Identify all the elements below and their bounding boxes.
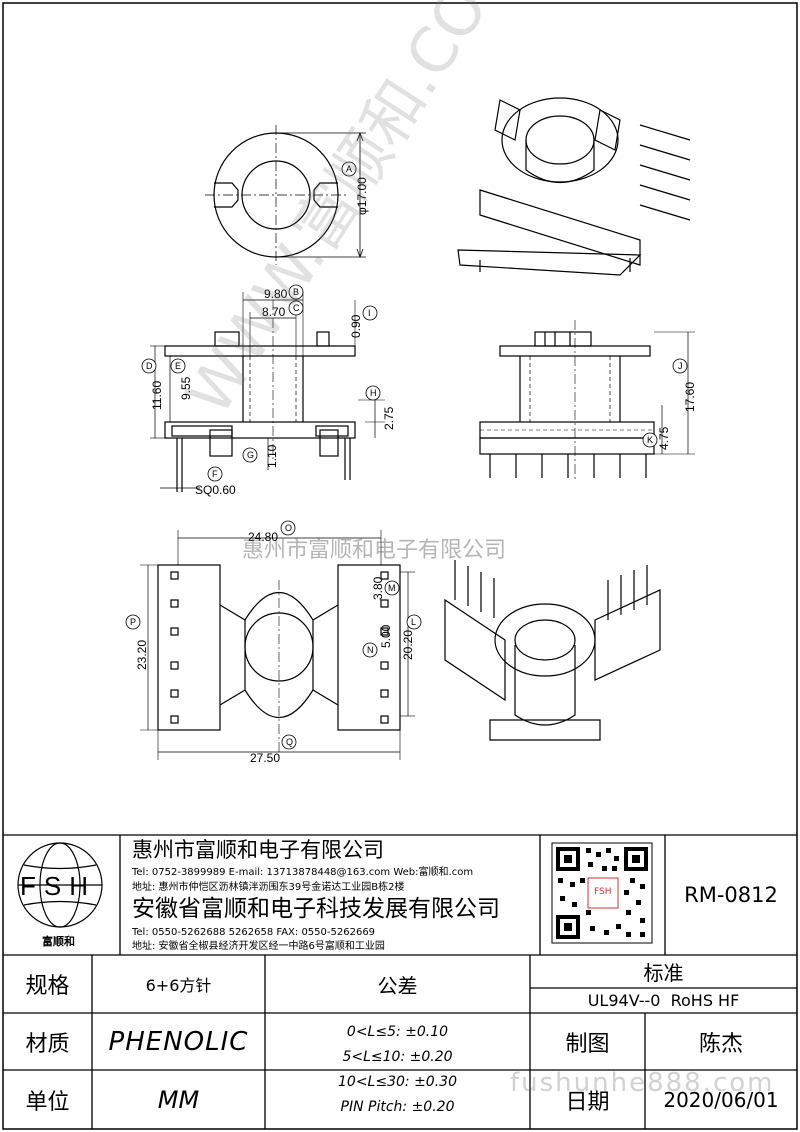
- dimension-labels: φ17.00 9.80 8.70 0.90 11.60 9.55 2.75 1.…: [135, 177, 697, 765]
- part-number: RM-0812: [684, 883, 778, 907]
- tolerance-line: PIN Pitch: ±0.20: [340, 1099, 455, 1115]
- top-view: [205, 125, 366, 265]
- marker-p: P: [130, 617, 136, 627]
- marker-e: E: [175, 361, 181, 371]
- marker-a: A: [346, 164, 352, 174]
- dim-500: 5.00: [379, 624, 393, 648]
- unit-label: 单位: [25, 1089, 70, 1115]
- dim-380: 3.80: [371, 576, 385, 600]
- marker-c: C: [293, 303, 300, 313]
- marker-q: Q: [286, 737, 293, 747]
- company1-contact: Tel: 0752-3899989 E-mail: 13713878448@16…: [132, 867, 474, 878]
- tolerance-list: 0<L≤5: ±0.10 5<L≤10: ±0.20 10<L≤30: ±0.3…: [265, 1024, 530, 1124]
- tolerance-label: 公差: [377, 973, 418, 998]
- drawn-value: 陈杰: [698, 1031, 743, 1057]
- dim-475: 4.75: [657, 426, 671, 450]
- side-view: [479, 320, 695, 480]
- dim-980: 9.80: [264, 287, 288, 301]
- tolerance-line: 5<L≤10: ±0.20: [342, 1049, 453, 1065]
- unit-value: MM: [157, 1085, 200, 1114]
- dim-2480: 24.80: [248, 530, 278, 544]
- marker-h: H: [370, 388, 377, 398]
- dim-1160: 11.60: [150, 381, 164, 410]
- date-label: 日期: [565, 1089, 610, 1115]
- isometric-top: [457, 97, 691, 276]
- company2-address: 地址: 安徽省全椒县经济开发区经一中路6号富顺和工业园: [132, 941, 385, 952]
- marker-n: N: [367, 645, 374, 655]
- tolerance-line: 10<L≤30: ±0.30: [338, 1074, 457, 1090]
- dim-2020: 20.20: [401, 630, 415, 660]
- material-label: 材质: [25, 1031, 70, 1057]
- logo-text: FSH: [20, 871, 96, 901]
- marker-m: M: [388, 583, 396, 593]
- marker-b: B: [293, 287, 299, 297]
- date-value: 2020/06/01: [663, 1087, 779, 1112]
- marker-g: G: [247, 450, 254, 460]
- tolerance-line: 0<L≤5: ±0.10: [346, 1024, 449, 1040]
- spec-label: 规格: [25, 974, 70, 999]
- marker-o: O: [285, 523, 292, 533]
- marker-f: F: [212, 469, 218, 479]
- fsh-logo: [17, 842, 103, 928]
- dim-275: 2.75: [382, 406, 396, 430]
- isometric-bottom: [444, 560, 661, 741]
- marker-i: I: [368, 308, 371, 318]
- material-value: PHENOLIC: [108, 1026, 249, 1057]
- qr-caption: FSH: [594, 887, 612, 897]
- dim-1760: 17.60: [683, 382, 697, 412]
- marker-k: K: [647, 435, 653, 445]
- standard-label: 标准: [643, 961, 684, 985]
- callout-markers: A B C D E F G H I J K L M N O P Q: [125, 161, 688, 750]
- company1-address: 地址: 惠州市仲恺区沥林镇泮沥围东39号金诺达工业园B栋2楼: [132, 882, 405, 893]
- dim-sq060: SQ0.60: [195, 483, 236, 497]
- company2-contact: Tel: 0550-5262688 5262658 FAX: 0550-5262…: [132, 927, 376, 938]
- company1-name: 惠州市富顺和电子有限公司: [132, 838, 384, 862]
- standard-value: UL94V--0 RoHS HF: [587, 991, 740, 1010]
- dim-2320: 23.20: [135, 640, 149, 670]
- company2-name: 安徽省富顺和电子科技发展有限公司: [132, 896, 500, 922]
- marker-d: D: [146, 361, 153, 371]
- dim-phi17: φ17.00: [355, 177, 369, 215]
- marker-j: J: [678, 361, 683, 371]
- dim-090: 0.90: [349, 314, 363, 338]
- dim-2750: 27.50: [250, 751, 280, 765]
- dim-110: 1.10: [265, 444, 279, 468]
- dim-870: 8.70: [262, 305, 286, 319]
- marker-l: L: [411, 617, 416, 627]
- dim-955: 9.55: [179, 376, 193, 400]
- drawn-label: 制图: [565, 1031, 610, 1057]
- spec-value: 6+6方针: [145, 976, 212, 995]
- logo-caption: 富顺和: [42, 935, 75, 948]
- title-block-grid: [3, 834, 797, 1129]
- bottom-view: [140, 530, 415, 760]
- front-view: [150, 292, 385, 492]
- qr-code: [551, 842, 653, 944]
